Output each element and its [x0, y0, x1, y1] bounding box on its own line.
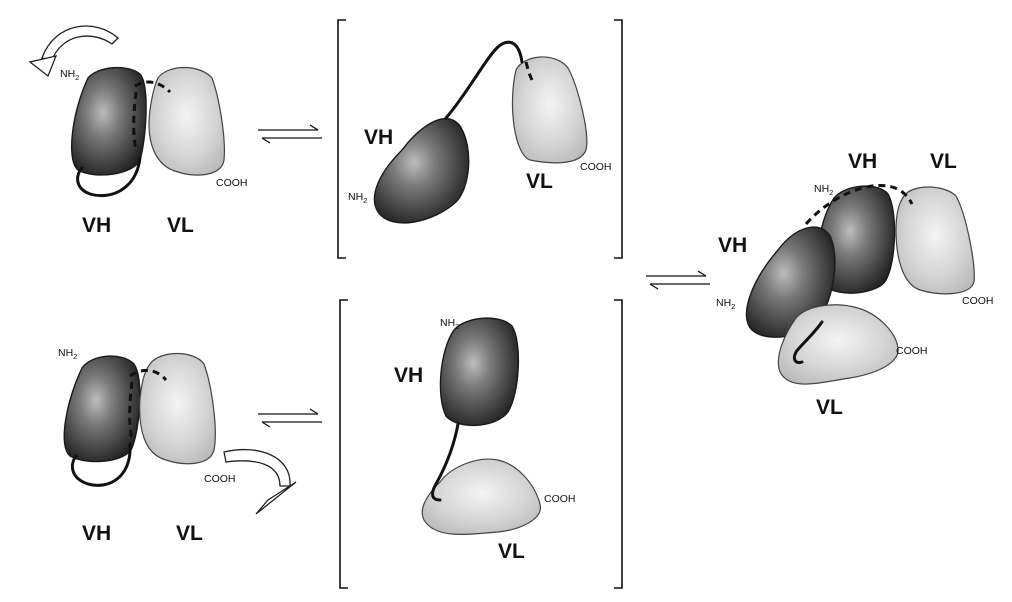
- rotation-arrow-top: [41, 25, 119, 61]
- vl-label: VL: [498, 540, 525, 563]
- linker-hidden-vh: [128, 381, 134, 441]
- open-scfv-top: VH NH2 VL COOH: [337, 19, 623, 259]
- vl-domain: [511, 56, 588, 164]
- linker-back-hidden: [804, 184, 914, 225]
- linker: [76, 156, 142, 198]
- vl-label-back: VL: [930, 150, 957, 173]
- nh2-label-back: NH2: [814, 183, 833, 197]
- equilibrium-arrows-top: [258, 124, 322, 144]
- scfv-bottom-left: NH2 COOH VH VL: [58, 347, 297, 545]
- diabody: NH2 VH VL VH NH2 COOH COOH VL: [716, 150, 994, 419]
- nh2-label: NH2: [60, 68, 79, 82]
- vh-label: VH: [394, 364, 423, 387]
- vl-label: VL: [167, 214, 194, 237]
- linker-hidden: [129, 369, 168, 382]
- linker: [70, 442, 132, 487]
- vl-label-front: VL: [816, 396, 843, 419]
- bracket-left: [339, 299, 348, 589]
- vh-label-back: VH: [848, 150, 877, 173]
- vh-label: VH: [82, 214, 111, 237]
- scfv-top-left: NH2 COOH VH VL: [28, 25, 248, 237]
- vl-domain: [421, 458, 541, 535]
- nh2-label: NH2: [348, 191, 367, 205]
- vh-domain: [63, 355, 141, 463]
- equilibrium-arrows-bottom: [258, 408, 322, 428]
- linker: [431, 422, 460, 502]
- cooh-label: COOH: [544, 493, 576, 505]
- cooh-label-back: COOH: [962, 295, 994, 307]
- vh-domain: [439, 317, 520, 427]
- bracket-right: [614, 299, 623, 589]
- vh-domain: [373, 118, 470, 224]
- rotation-arrowhead-top: [28, 55, 58, 78]
- equilibrium-arrows-right: [646, 270, 710, 290]
- linker-hidden-vh: [132, 91, 138, 151]
- nh2-label: NH2: [58, 347, 77, 361]
- vl-domain-back: [895, 186, 975, 295]
- linker-hidden: [134, 80, 172, 94]
- vl-domain: [139, 353, 216, 465]
- open-scfv-bottom: NH2 VH COOH VL: [339, 299, 623, 589]
- vh-label: VH: [364, 126, 393, 149]
- bracket-left: [337, 19, 346, 259]
- linker-front: [792, 320, 824, 364]
- bracket-right: [614, 19, 623, 259]
- cooh-label: COOH: [216, 177, 248, 189]
- cooh-label-front: COOH: [896, 345, 928, 357]
- linker-hidden: [524, 61, 534, 81]
- cooh-label: COOH: [580, 161, 612, 173]
- rotation-arrowhead-bottom: [255, 481, 297, 515]
- nh2-label: NH2: [440, 317, 459, 331]
- vl-domain: [148, 67, 225, 176]
- nh2-label-front: NH2: [716, 297, 735, 311]
- vh-label: VH: [82, 522, 111, 545]
- vl-label: VL: [176, 522, 203, 545]
- vl-domain-front: [777, 304, 899, 385]
- linker: [444, 40, 524, 120]
- cooh-label: COOH: [204, 473, 236, 485]
- vh-label-front: VH: [718, 234, 747, 257]
- vl-label: VL: [526, 170, 553, 193]
